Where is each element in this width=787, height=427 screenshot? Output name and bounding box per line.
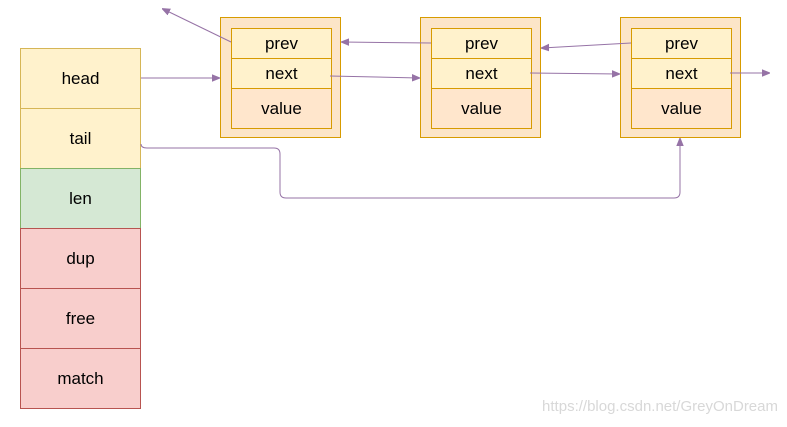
node-3-value-field: value bbox=[631, 88, 732, 129]
node-3-value-label: value bbox=[661, 98, 702, 118]
node-2-prev-label: prev bbox=[464, 33, 499, 53]
edge-node1-next-to-node2 bbox=[329, 76, 419, 78]
edge-node3-prev-to-node2 bbox=[542, 42, 632, 48]
list-node-2: prev next value bbox=[420, 17, 541, 138]
node-3-prev-label: prev bbox=[664, 33, 699, 53]
node-3-prev-field: prev bbox=[631, 28, 732, 59]
edge-node2-prev-to-node1 bbox=[342, 42, 432, 43]
node-3-next-label: next bbox=[665, 63, 698, 83]
list-field-tail-label: tail bbox=[69, 128, 92, 148]
node-2-prev-field: prev bbox=[431, 28, 532, 59]
list-field-head: head bbox=[20, 48, 141, 109]
list-field-len: len bbox=[20, 168, 141, 229]
list-field-tail: tail bbox=[20, 108, 141, 169]
node-2-value-field: value bbox=[431, 88, 532, 129]
node-2-value-label: value bbox=[461, 98, 502, 118]
list-field-dup: dup bbox=[20, 228, 141, 289]
edge-node2-next-to-node3 bbox=[529, 73, 619, 74]
node-1-next-field: next bbox=[231, 58, 332, 89]
list-field-match: match bbox=[20, 348, 141, 409]
list-field-head-label: head bbox=[61, 68, 100, 88]
list-field-dup-label: dup bbox=[66, 248, 95, 268]
list-field-free-label: free bbox=[65, 308, 96, 328]
node-1-value-label: value bbox=[261, 98, 302, 118]
list-field-free: free bbox=[20, 288, 141, 349]
node-1-value-field: value bbox=[231, 88, 332, 129]
list-node-1: prev next value bbox=[220, 17, 341, 138]
watermark: https://blog.csdn.net/GreyOnDream bbox=[542, 398, 778, 415]
node-2-next-label: next bbox=[465, 63, 498, 83]
list-field-len-label: len bbox=[69, 188, 92, 208]
list-node-3: prev next value bbox=[620, 17, 741, 138]
node-1-prev-label: prev bbox=[264, 33, 299, 53]
node-3-next-field: next bbox=[631, 58, 732, 89]
list-field-match-label: match bbox=[57, 368, 104, 388]
node-2-next-field: next bbox=[431, 58, 532, 89]
edge-tail-to-node3 bbox=[140, 139, 680, 199]
node-1-prev-field: prev bbox=[231, 28, 332, 59]
node-1-next-label: next bbox=[265, 63, 298, 83]
